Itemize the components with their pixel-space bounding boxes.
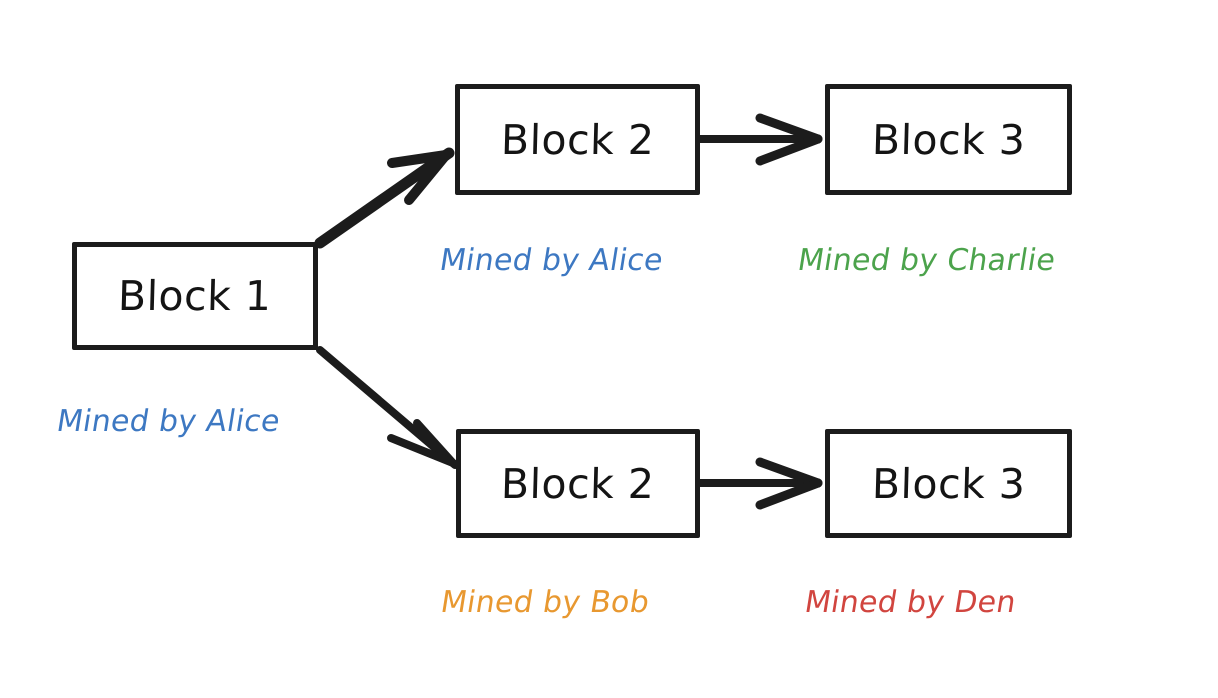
block-1-label: Block 1: [117, 272, 273, 320]
block-2-bottom[interactable]: Block 2: [456, 429, 700, 538]
arrow-fork-up: [314, 147, 455, 249]
block-1[interactable]: Block 1: [72, 242, 318, 350]
arrow-bottom-chain: [696, 457, 823, 510]
miner-label-block-2-top: Mined by Alice: [437, 243, 666, 278]
block-2-top-label: Block 2: [500, 115, 655, 164]
block-3-top[interactable]: Block 3: [825, 84, 1072, 195]
block-3-bottom-label: Block 3: [871, 459, 1026, 508]
block-3-top-label: Block 3: [871, 115, 1026, 164]
block-3-bottom[interactable]: Block 3: [825, 429, 1072, 538]
block-2-top[interactable]: Block 2: [455, 84, 700, 195]
arrow-fork-down: [316, 346, 459, 469]
miner-label-block-3-bottom: Mined by Den: [802, 585, 1019, 620]
miner-label-block-3-top: Mined by Charlie: [795, 243, 1058, 278]
block-2-bottom-label: Block 2: [500, 459, 656, 508]
miner-label-block-1: Mined by Alice: [54, 404, 283, 439]
miner-label-block-2-bottom: Mined by Bob: [438, 585, 652, 620]
arrow-top-chain: [696, 113, 823, 166]
